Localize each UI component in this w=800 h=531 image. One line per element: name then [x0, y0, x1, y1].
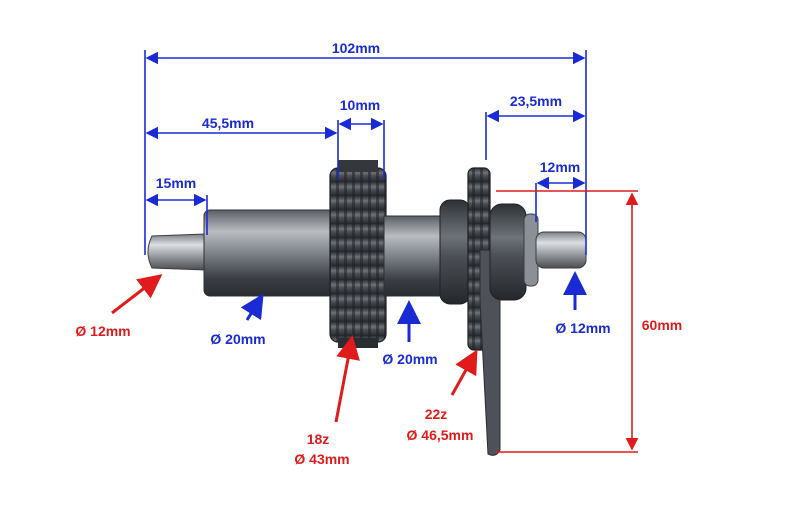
gear-hub	[439, 199, 471, 305]
label-10mm: 10mm	[340, 97, 380, 113]
label-23-5mm: 23,5mm	[510, 93, 562, 109]
label-diam-20-mid: Ø 20mm	[382, 351, 437, 367]
arrow-gear-18z	[334, 335, 360, 423]
dimension-lines	[144, 50, 587, 342]
label-diam-12-right: Ø 12mm	[555, 320, 610, 336]
shaft-right-tip	[535, 231, 587, 269]
label-diam-12-left: Ø 12mm	[75, 323, 130, 339]
arrow-gear-22z	[450, 349, 478, 396]
shaft-mid	[383, 215, 445, 297]
arrow-diam-12-left	[111, 274, 163, 315]
label-diam-20-left: Ø 20mm	[210, 331, 265, 347]
label-45-5mm: 45,5mm	[202, 115, 254, 131]
label-60mm: 60mm	[642, 317, 682, 333]
arrow-diam-20-left	[240, 293, 264, 321]
shaft-body	[203, 209, 335, 297]
red-dimension-lines	[111, 190, 639, 453]
label-diam-43: Ø 43mm	[294, 451, 349, 467]
label-18z: 18z	[307, 431, 330, 447]
label-15mm: 15mm	[156, 175, 196, 191]
label-12mm: 12mm	[540, 159, 580, 175]
shaft-left-tip	[147, 233, 206, 271]
lever-plate	[479, 249, 501, 456]
dimension-labels: 102mm 45,5mm 15mm 10mm 23,5mm 12mm 60mm	[156, 40, 682, 333]
callout-labels: Ø 12mm Ø 20mm Ø 20mm Ø 12mm 18z Ø 43mm 2…	[75, 320, 610, 467]
label-102mm: 102mm	[332, 40, 380, 56]
gear-18z	[329, 167, 387, 343]
label-diam-46-5: Ø 46,5mm	[407, 427, 474, 443]
shaft-illustration	[147, 160, 587, 456]
label-22z: 22z	[425, 406, 448, 422]
spring-washer	[489, 203, 527, 301]
